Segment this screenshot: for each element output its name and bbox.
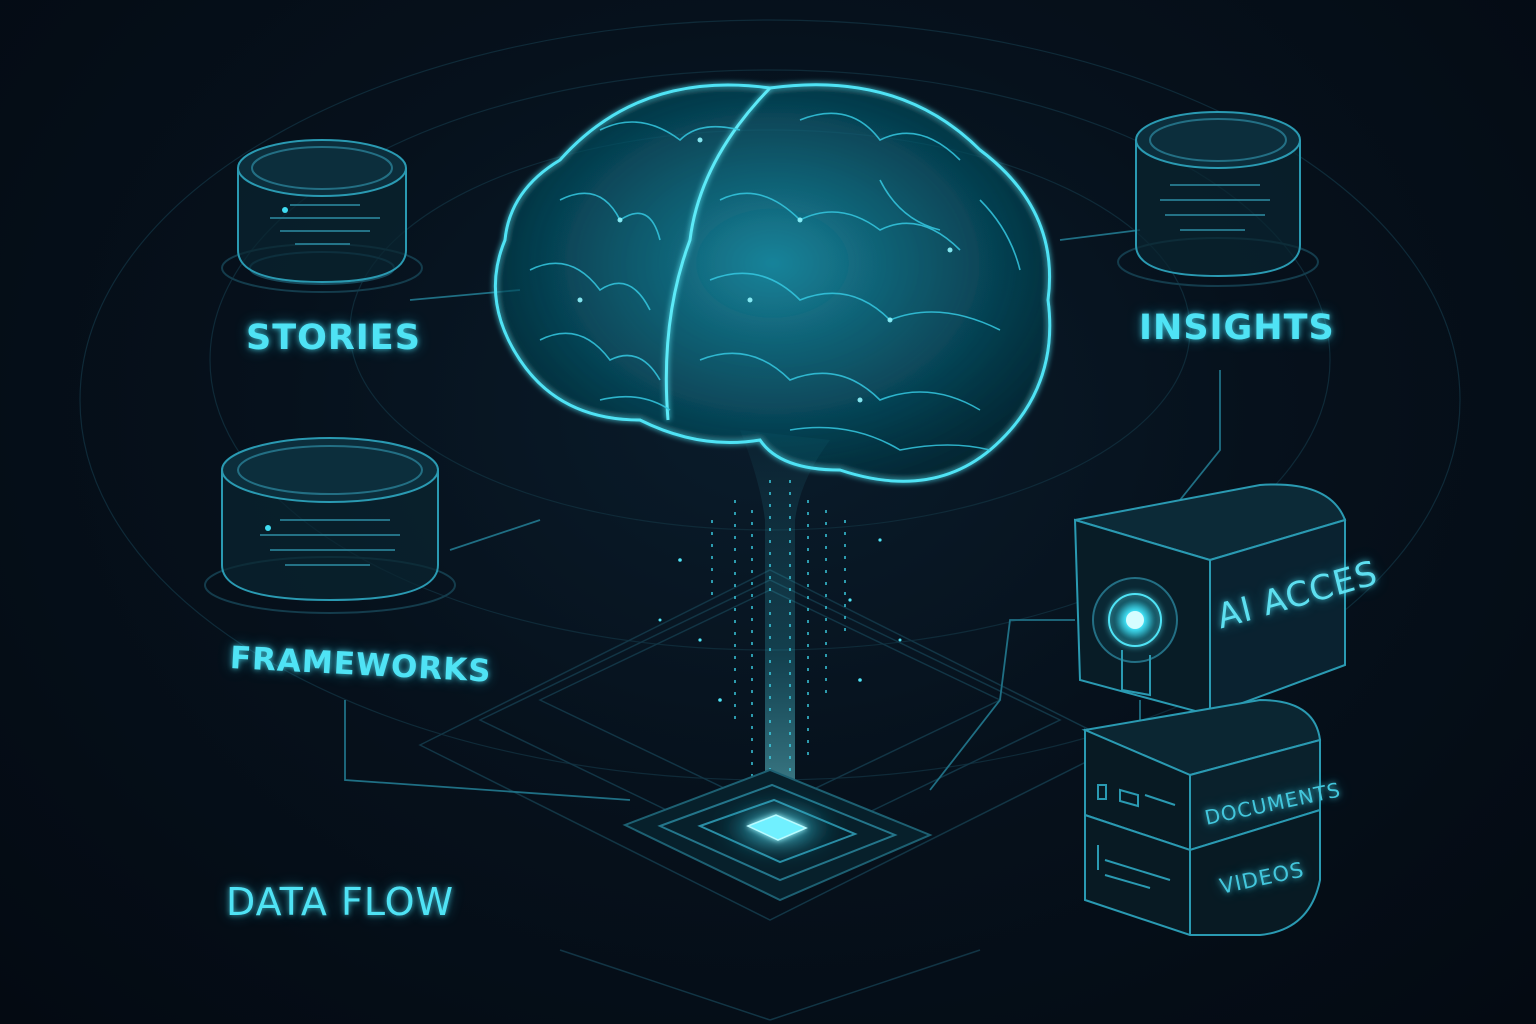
insights-database-icon [1117, 111, 1319, 287]
server-box-icon [1073, 483, 1347, 717]
videos-box-icon [1084, 808, 1321, 936]
insights-label: INSIGHTS [1139, 308, 1335, 348]
data-beam [658, 430, 902, 800]
frameworks-database-icon [204, 437, 456, 614]
documents-box-icon [1081, 698, 1322, 852]
stories-database-icon [221, 139, 423, 293]
connector-lines [344, 229, 1221, 801]
data-flow-label: DATA FLOW [226, 880, 455, 924]
brain-icon [493, 83, 1052, 483]
stories-label: STORIES [246, 318, 421, 358]
camera-lens-icon [1092, 577, 1178, 697]
platform-chip-icon [622, 768, 933, 902]
